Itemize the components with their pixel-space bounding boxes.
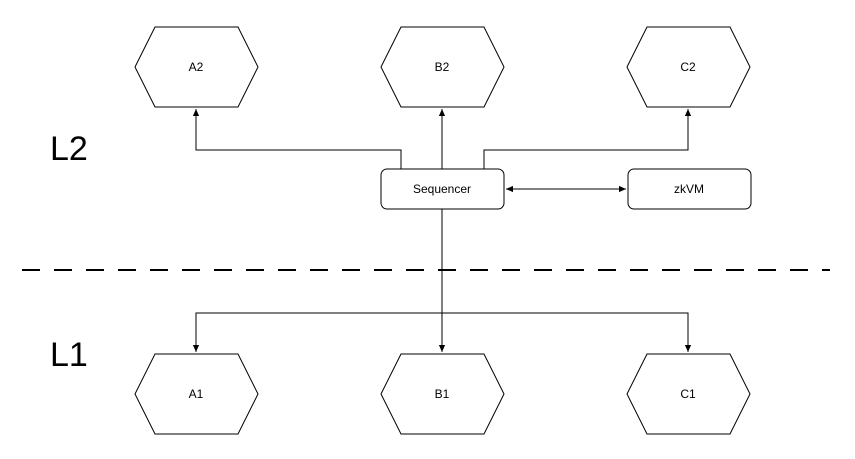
node-a2: A2 (134, 26, 259, 108)
node-a1: A1 (134, 353, 259, 435)
node-c2: C2 (626, 26, 751, 108)
node-b2: B2 (380, 26, 505, 108)
edge-sequencer-to-a1 (192, 312, 442, 352)
node-b1: B1 (380, 353, 505, 435)
node-c1-label: C1 (680, 387, 696, 401)
layer-label-l1: L1 (50, 336, 88, 374)
node-a1-label: A1 (189, 387, 204, 401)
node-c2-label: C2 (680, 60, 696, 74)
node-b1-label: B1 (435, 387, 450, 401)
node-b2-label: B2 (435, 60, 450, 74)
node-a2-label: A2 (189, 60, 204, 74)
node-c1: C1 (626, 353, 751, 435)
zkvm-label: zkVM (674, 182, 704, 196)
edge-sequencer-to-c1 (442, 312, 692, 352)
zkvm-node: zkVM (627, 168, 752, 210)
sequencer-label: Sequencer (413, 182, 471, 196)
layer-label-l2: L2 (50, 130, 88, 168)
sequencer-node: Sequencer (380, 168, 505, 210)
edge-sequencer-to-c2 (483, 109, 692, 169)
edge-sequencer-to-a2 (192, 109, 402, 169)
